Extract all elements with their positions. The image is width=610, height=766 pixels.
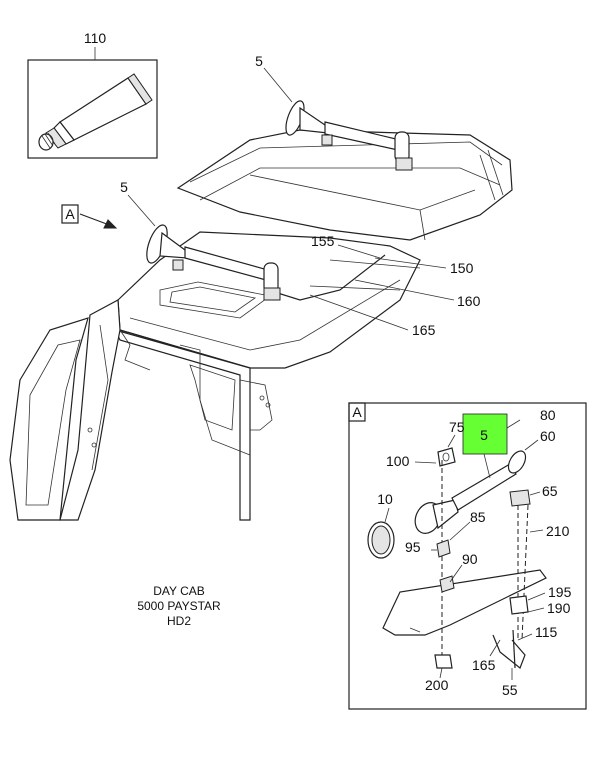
tube-inset-frame	[27, 59, 158, 159]
nut-75	[437, 447, 456, 467]
cab-roof-illustration	[9, 129, 513, 521]
callout-10: 10	[377, 491, 393, 507]
leader-5-rear	[263, 67, 293, 103]
callout-155: 155	[311, 233, 335, 249]
leader-150	[374, 257, 447, 269]
callout-195: 195	[548, 584, 572, 600]
note-line-2: 5000 PAYSTAR	[137, 599, 221, 613]
callout-200: 200	[425, 677, 449, 693]
callout-90: 90	[462, 551, 478, 567]
door-frame	[9, 317, 89, 521]
note-line-1: DAY CAB	[153, 584, 205, 598]
callout-100: 100	[386, 453, 410, 469]
wire-harness	[267, 254, 386, 301]
view-a-ref-label: A	[65, 206, 75, 222]
callout-80: 80	[540, 407, 556, 423]
callout-65: 65	[542, 483, 558, 499]
callout-115: 115	[535, 624, 558, 640]
view-a-reference: A	[61, 204, 118, 229]
detail-view-a: A 5 75 65 10	[348, 402, 587, 710]
tube-inset: 110	[27, 30, 158, 159]
cover-10	[367, 521, 395, 559]
callout-150: 150	[450, 260, 474, 276]
callout-165-detail: 165	[472, 657, 496, 673]
air-horn-front	[146, 224, 281, 301]
washer-195	[509, 595, 529, 615]
callout-190: 190	[547, 600, 571, 616]
callout-55: 55	[502, 682, 518, 698]
leader-5-front	[127, 194, 156, 227]
leader-165	[309, 294, 409, 331]
wire-165	[492, 634, 526, 669]
callout-210: 210	[546, 523, 570, 539]
nut-200	[434, 654, 453, 669]
detail-roof-panel	[382, 569, 547, 636]
tube-icon	[38, 73, 153, 151]
callout-95: 95	[405, 539, 421, 555]
air-horn-rear	[285, 100, 413, 171]
highlight-label: 5	[480, 427, 488, 443]
callout-110: 110	[84, 30, 107, 46]
callout-60: 60	[540, 428, 556, 444]
detail-label-box	[348, 402, 366, 422]
callout-5-rear: 5	[255, 53, 263, 69]
callout-75: 75	[449, 419, 465, 435]
callout-160: 160	[457, 293, 481, 309]
view-a-ref-box	[61, 204, 79, 224]
roof-rear-panel	[176, 129, 513, 241]
callout-165: 165	[412, 322, 436, 338]
leader-160	[354, 279, 455, 301]
clip-95	[436, 539, 451, 558]
detail-view-label: A	[352, 404, 362, 420]
leader-155	[337, 244, 381, 259]
tie-55	[512, 629, 516, 669]
a-pillar	[59, 299, 121, 521]
highlight-part-5	[462, 413, 508, 455]
detail-frame	[348, 402, 587, 710]
callout-85: 85	[470, 509, 486, 525]
note-line-3: HD2	[167, 614, 191, 628]
clip-90	[439, 575, 455, 593]
callout-5-front: 5	[120, 179, 128, 195]
windshield-header	[113, 329, 251, 521]
detail-horn	[414, 450, 527, 534]
gasket-65	[509, 489, 531, 507]
